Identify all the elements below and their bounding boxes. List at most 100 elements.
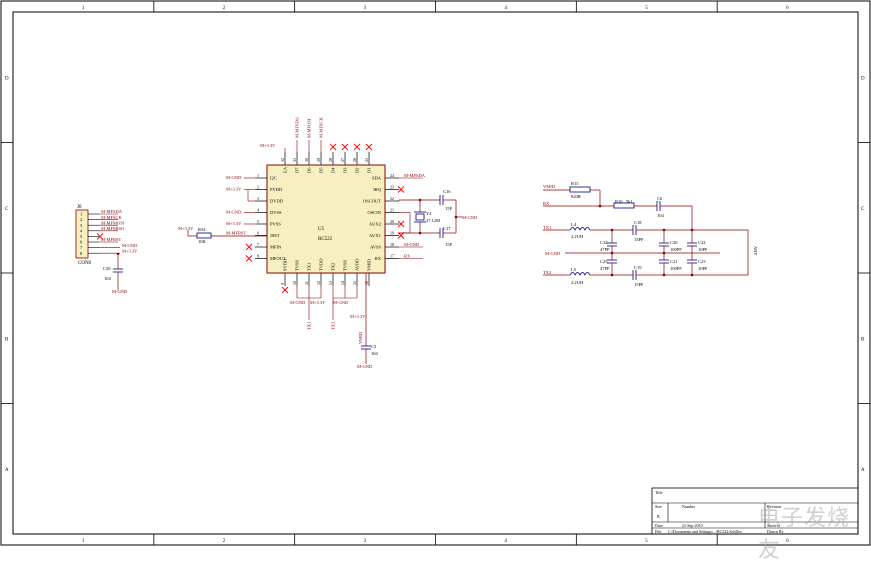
zone-col-bottom: 6 [786,539,789,544]
ic-net-label: M-GND [226,175,242,180]
ic-pin-number: 32 [280,158,285,162]
r16-designator: R16 [615,199,623,204]
ic-no-connect [281,286,289,294]
ic-pin-number: 23 [390,185,394,190]
zone-col-bottom: 5 [645,539,648,544]
j8-no-connect [96,233,104,240]
c16-value: 15P [445,206,453,211]
ic-net-label: TX2 [331,322,336,330]
c22-value: 10PF [698,247,708,252]
ic-pin-number: 28 [328,158,333,162]
r15-value: 820R [571,194,581,199]
zone-col-top: 2 [223,6,226,11]
ic-left-pins: 1I2CM-GND2PVDDM+3.3V3DVDD4DVSSM-GND5PVSS… [226,173,286,262]
ic-net-label: M-MFOSI [307,118,312,138]
c22-designator: C22 [698,240,706,245]
ic-pin-number: 11 [304,281,309,285]
ic-pin-name: OSCOUT [363,199,381,204]
ic-pin-number: 13 [328,281,333,285]
ic-no-connect [245,243,253,251]
ic-pin-number: 20 [390,219,394,224]
j8-net-label: M-MFSCK [101,215,123,220]
zone-row-right: D [861,76,865,81]
ic-pin-number: 4 [257,208,259,213]
ic-pin-name: DVSS [270,210,282,215]
j8-designator: J8 [77,205,82,210]
ic-pin-number: 8 [257,254,259,259]
c6-designator: C6 [657,196,663,201]
c20-designator: C20 [103,266,111,271]
ic-no-connect [365,143,373,151]
crystal-gnd: M-GND [462,215,478,220]
bottom-gnd-label-2: M-GND [333,300,349,305]
vmid-capacitor: VMID C5 104 M-GND [357,273,379,369]
ic-pin-number: 1 [257,173,259,178]
ic-pin-number: 12 [316,281,321,285]
zone-row-left: B [5,337,9,342]
l4-designator: L4 [571,222,577,227]
zone-col-bottom: 3 [364,539,367,544]
ic-pin-name: PVSS [270,222,281,227]
ic-pin-number: 26 [352,158,357,162]
ic-designator: U5 [318,227,325,232]
ic-pin-name: AVSS [370,245,381,250]
ic-net-label: M-GND [226,210,242,215]
ic-pin-name: RX [375,256,382,261]
ic-net-label: M-MFSCK [319,116,324,138]
c18-designator: C18 [634,220,642,225]
r34-designator: R34 [198,227,206,232]
j8-net-label: M-MFMOSI [101,220,125,225]
c5-designator: C5 [371,344,377,349]
ic-pin-name: D3 [343,167,348,173]
zone-col-top: 4 [504,6,507,11]
zone-col-bottom: 4 [504,539,507,544]
mn-gnd-label: M-GND [545,251,561,256]
outer-frame [0,0,871,546]
ic-net-label: M+3.3V [226,221,242,226]
zone-col-bottom: 2 [223,539,226,544]
r15-designator: R15 [571,181,579,186]
tb-size-value: B [657,514,660,519]
l4-value: 2.2UH [571,234,584,239]
j8-pin-number: 1 [80,212,82,217]
tb-title-label: Title [655,490,663,495]
ic-pin-number: 7 [257,242,259,247]
j8-net-label: M-MFMISO [101,226,125,231]
ic-pin-number: 9 [280,283,285,285]
zone-row-right: C [861,207,865,212]
c17-value: 15P [445,242,453,247]
ic-net-label: TX1 [307,322,312,330]
c20-value: 104 [104,276,112,281]
zone-col-top: 3 [364,6,367,11]
tb-size-label: Size [655,504,662,509]
ic-no-connect [245,255,253,262]
bottom-vcc-label: M+3.3V [310,300,326,305]
ic-no-connect [353,143,361,151]
antenna-label: ANT [753,246,758,255]
ic-u5-body [266,164,386,274]
tb-date-label: Date [655,523,663,528]
ic-pin-name: /RST [270,233,280,238]
zone-col-top: 1 [82,6,85,11]
ic-pin-number: 16 [364,281,369,285]
ic-pin-name: AVDD [355,258,360,271]
j8-pin-number: 7 [80,245,83,250]
ic-pin-number: 19 [390,231,394,236]
ic-pin-name: IRQ [373,187,382,192]
tb-drawn-label: Drawn By [767,529,784,534]
c20-gnd: M-GND [112,289,128,294]
crystal-designator: Y2 [426,211,432,216]
j8-pin-number: 4 [80,228,83,233]
ic-pin-number: 14 [340,281,345,285]
ic-pin-number: 31 [292,158,297,162]
ic-pin-name: MFOUT [270,256,286,261]
ic-net-label: M-GND [404,242,420,247]
ic-pin-name: VMID [367,258,372,271]
ic-pin-name: TX2 [331,263,336,271]
ic-pin-name: D1 [367,168,372,174]
zone-markers [1,1,870,545]
tb-revision-label: Revision [767,504,781,509]
bottom-vcc-label-2: M+3.3V [350,314,366,319]
